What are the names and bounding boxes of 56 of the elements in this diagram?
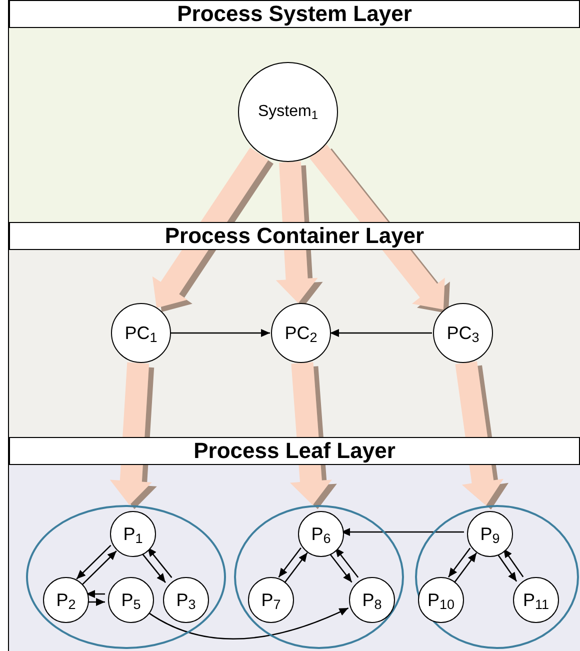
process-circle: [418, 577, 464, 623]
arrow: [278, 548, 302, 578]
group-ellipse: [415, 505, 579, 649]
block-arrow: [309, 144, 445, 310]
process-label: System$_{1}$: [258, 102, 318, 124]
process-label: PC$_{3}$: [446, 322, 480, 346]
arrow: [86, 598, 105, 606]
process-label: P$_{5}$: [121, 588, 141, 614]
arrow: [140, 552, 166, 583]
arrow: [284, 552, 308, 582]
block-arrow: [290, 362, 332, 506]
process-label: P$_{9}$: [480, 522, 500, 548]
arrow: [86, 590, 105, 598]
process-circle: [108, 577, 154, 623]
process-circle: [349, 577, 395, 623]
layer-title: Process Leaf Layer: [194, 440, 396, 462]
arrow: [502, 548, 524, 578]
arrow: [82, 550, 117, 586]
process-label: P$_{11}$: [522, 588, 550, 614]
process-label: PC$_{1}$: [124, 322, 158, 346]
layer-band: [8, 0, 580, 222]
arrow: [334, 547, 359, 578]
process-circle: [43, 577, 89, 623]
process-label: P$_{3}$: [176, 588, 196, 614]
group-ellipse: [234, 505, 404, 649]
arrow: [341, 528, 464, 536]
arrow: [147, 547, 172, 578]
process-label: P$_{7}$: [261, 588, 281, 614]
process-circle: [513, 577, 559, 623]
process-circle: [298, 511, 344, 557]
block-arrow: [110, 362, 152, 506]
layer-title: Process System Layer: [177, 3, 412, 25]
block-arrow: [276, 161, 318, 304]
process-label: P$_{1}$: [123, 522, 143, 548]
arrow: [330, 329, 432, 337]
arrow: [448, 548, 471, 578]
layer-title: Process Container Layer: [164, 225, 424, 247]
process-label: PC$_{2}$: [284, 322, 318, 346]
arrow: [454, 552, 478, 582]
block-arrow: [455, 361, 504, 506]
process-label: P$_{6}$: [311, 522, 331, 548]
layer-band: [8, 222, 580, 437]
arrow: [328, 552, 352, 583]
process-circle: [163, 577, 209, 623]
arrow: [76, 544, 112, 580]
process-label: P$_{2}$: [56, 588, 76, 614]
arrow: [170, 329, 270, 337]
arrow: [496, 552, 518, 582]
process-circle: [110, 511, 156, 557]
block-arrow: [152, 148, 268, 308]
group-ellipse: [26, 505, 226, 649]
process-label: P$_{8}$: [362, 588, 382, 614]
layer-band: [8, 437, 580, 651]
process-circle: [467, 511, 513, 557]
process-circle: [248, 577, 294, 623]
process-label: P$_{10}$: [427, 588, 455, 614]
